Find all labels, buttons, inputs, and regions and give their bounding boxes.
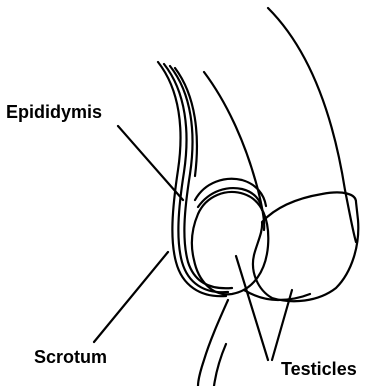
- lower-line-right: [214, 344, 226, 386]
- lower-line-left: [198, 300, 228, 386]
- testicles-leader-left: [236, 256, 268, 360]
- epididymis-label: Epididymis: [6, 103, 102, 121]
- epididymis-line-a: [164, 64, 228, 292]
- epididymis-leader: [118, 126, 183, 200]
- scrotum-label: Scrotum: [34, 348, 107, 366]
- shaft-inner-outline: [204, 72, 264, 230]
- scrotum-outer-line: [158, 62, 226, 296]
- testicles-label: Testicles: [281, 360, 357, 378]
- scrotum-leader: [94, 252, 168, 342]
